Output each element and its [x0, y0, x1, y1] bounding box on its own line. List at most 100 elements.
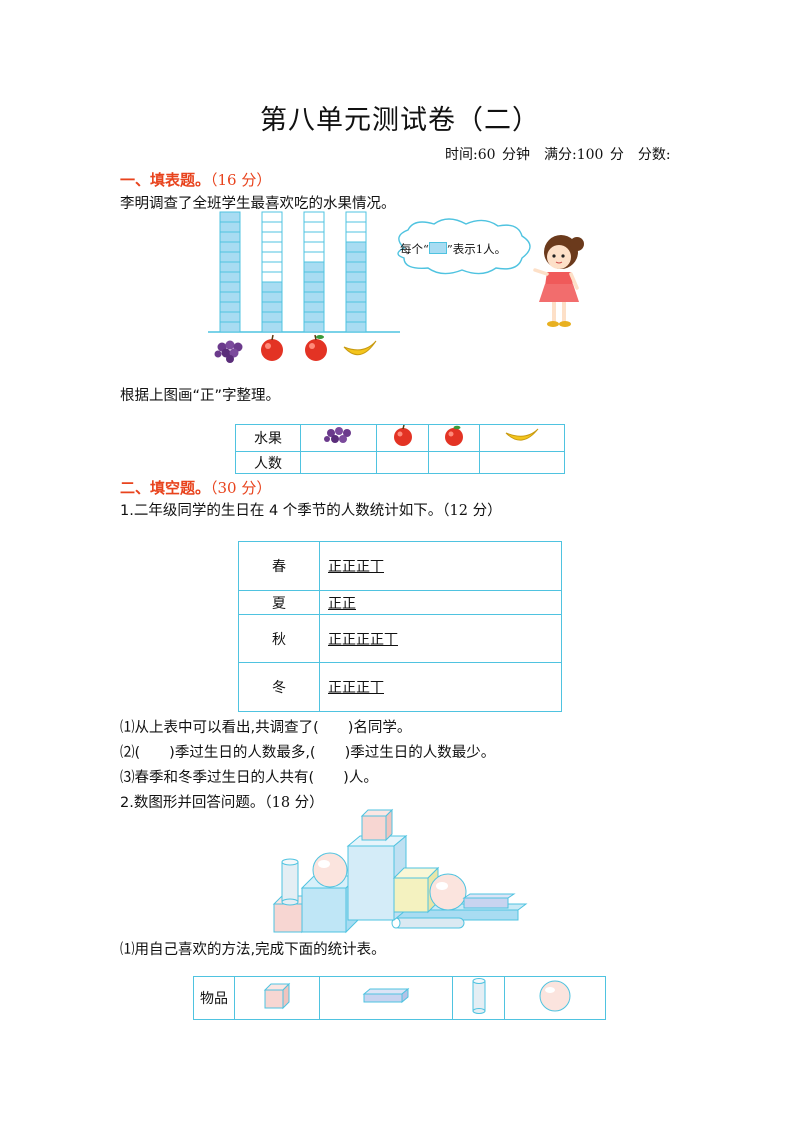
question-2: 2.数图形并回答问题。（18 分）	[120, 791, 324, 812]
filled-square	[345, 251, 367, 263]
shape-cell-cuboid	[318, 976, 454, 1020]
empty-square	[303, 211, 325, 223]
empty-square	[261, 231, 283, 243]
filled-square	[345, 301, 367, 313]
filled-square	[303, 311, 325, 323]
empty-square	[261, 251, 283, 263]
speech-text-before: 每个“	[400, 242, 429, 256]
sphere-right	[429, 873, 467, 911]
section-1-intro: 李明调查了全班学生最喜欢吃的水果情况。	[120, 196, 396, 212]
empty-square	[261, 221, 283, 233]
filled-square	[303, 291, 325, 303]
fruit-cell-grapes	[299, 424, 378, 452]
question-1-text: 1.二年级同学的生日在 4 个季节的人数统计如下。	[120, 503, 443, 519]
flat-cuboid	[462, 893, 516, 909]
filled-square	[261, 321, 283, 333]
tally-cell: 正正正丅	[319, 662, 562, 712]
filled-square	[345, 271, 367, 283]
sphere-icon	[539, 980, 571, 1012]
speech-cloud	[397, 218, 531, 275]
fruit-bar	[219, 211, 241, 333]
season-cell: 秋	[238, 614, 320, 663]
season-cell: 夏	[238, 590, 320, 615]
section-1-heading: 一、填表题。（16 分）	[120, 169, 271, 190]
filled-square	[261, 281, 283, 293]
fruit-cell-banana	[479, 424, 565, 452]
filled-square	[219, 241, 241, 253]
filled-square	[303, 281, 325, 293]
page-title: 第八单元测试卷（二）	[260, 105, 540, 136]
empty-square	[261, 211, 283, 223]
filled-square	[219, 281, 241, 293]
filled-square	[261, 291, 283, 303]
filled-square	[303, 261, 325, 273]
empty-square	[345, 231, 367, 243]
apple-icon	[305, 334, 327, 361]
tally-cell: 正正正正丅	[319, 614, 562, 663]
section-2-title: 二、填空题。	[120, 479, 211, 497]
count-cell[interactable]	[299, 451, 378, 474]
filled-square	[303, 301, 325, 313]
count-cell[interactable]	[427, 451, 481, 474]
grapes-icon	[214, 340, 243, 363]
filled-square	[219, 261, 241, 273]
empty-square	[303, 221, 325, 233]
filled-square	[219, 211, 241, 223]
section-1-title: 一、填表题。	[120, 171, 211, 189]
shape-cell-cube	[234, 976, 320, 1020]
cube-icon	[263, 982, 290, 1010]
question-1-sub-2: ⑵( )季过生日的人数最多,( )季过生日的人数最少。	[120, 745, 496, 761]
exam-info: 时间:60 分钟 满分:100 分 分数:	[445, 147, 671, 163]
season-cell: 春	[238, 541, 320, 591]
apple-icon	[445, 425, 464, 446]
speech-text-after: ”表示1人。	[446, 242, 507, 256]
shape-row-label: 物品	[193, 976, 235, 1020]
girl-illustration	[533, 235, 584, 327]
question-1-sub-1: ⑴从上表中可以看出,共调查了( )名同学。	[120, 720, 412, 736]
filled-square	[345, 241, 367, 253]
filled-square	[219, 251, 241, 263]
tally-cell: 正正	[319, 590, 562, 615]
top-cube	[360, 808, 394, 842]
speech-text: 每个“ ”表示1人。	[400, 241, 506, 257]
filled-square	[345, 321, 367, 333]
empty-square	[261, 261, 283, 273]
filled-square	[219, 321, 241, 333]
tall-cuboid	[346, 834, 408, 922]
count-cell[interactable]	[479, 451, 565, 474]
question-1: 1.二年级同学的生日在 4 个季节的人数统计如下。（12 分）	[120, 499, 502, 520]
fruit-cell-apple-1	[376, 424, 429, 452]
empty-square	[345, 221, 367, 233]
section-2-points: （30 分）	[210, 479, 272, 497]
filled-square	[219, 231, 241, 243]
unit-square-icon	[428, 242, 447, 254]
shape-count-table: 物品	[193, 976, 606, 1020]
apple-icon	[393, 424, 412, 446]
cylinder-tall	[281, 858, 299, 906]
filled-square	[219, 221, 241, 233]
filled-square	[345, 281, 367, 293]
filled-square	[345, 291, 367, 303]
filled-square	[219, 301, 241, 313]
filled-square	[345, 311, 367, 323]
fruit-bar-chart	[208, 211, 400, 333]
question-1-sub-3: ⑶春季和冬季过生日的人共有( )人。	[120, 770, 378, 786]
fruit-bar	[261, 211, 283, 333]
empty-square	[345, 211, 367, 223]
count-row-label: 人数	[235, 451, 301, 474]
fruit-row-label: 水果	[235, 424, 301, 452]
question-1-points: （12 分）	[442, 503, 502, 519]
empty-square	[261, 271, 283, 283]
shape-cell-sphere	[504, 976, 606, 1020]
cylinder-roller	[391, 917, 465, 929]
count-cell[interactable]	[376, 451, 429, 474]
filled-square	[303, 321, 325, 333]
fruit-bar	[345, 211, 367, 333]
season-tally-table: 春 正正正丅 夏 正正 秋 正正正正丅 冬 正正正丅	[238, 541, 562, 712]
question-2-sub-1: ⑴用自己喜欢的方法,完成下面的统计表。	[120, 942, 386, 958]
fruit-cell-apple-2	[427, 424, 481, 452]
question-2-points: （18 分）	[264, 795, 324, 811]
chart-fruit-row	[214, 334, 377, 363]
empty-square	[303, 241, 325, 253]
empty-square	[261, 241, 283, 253]
